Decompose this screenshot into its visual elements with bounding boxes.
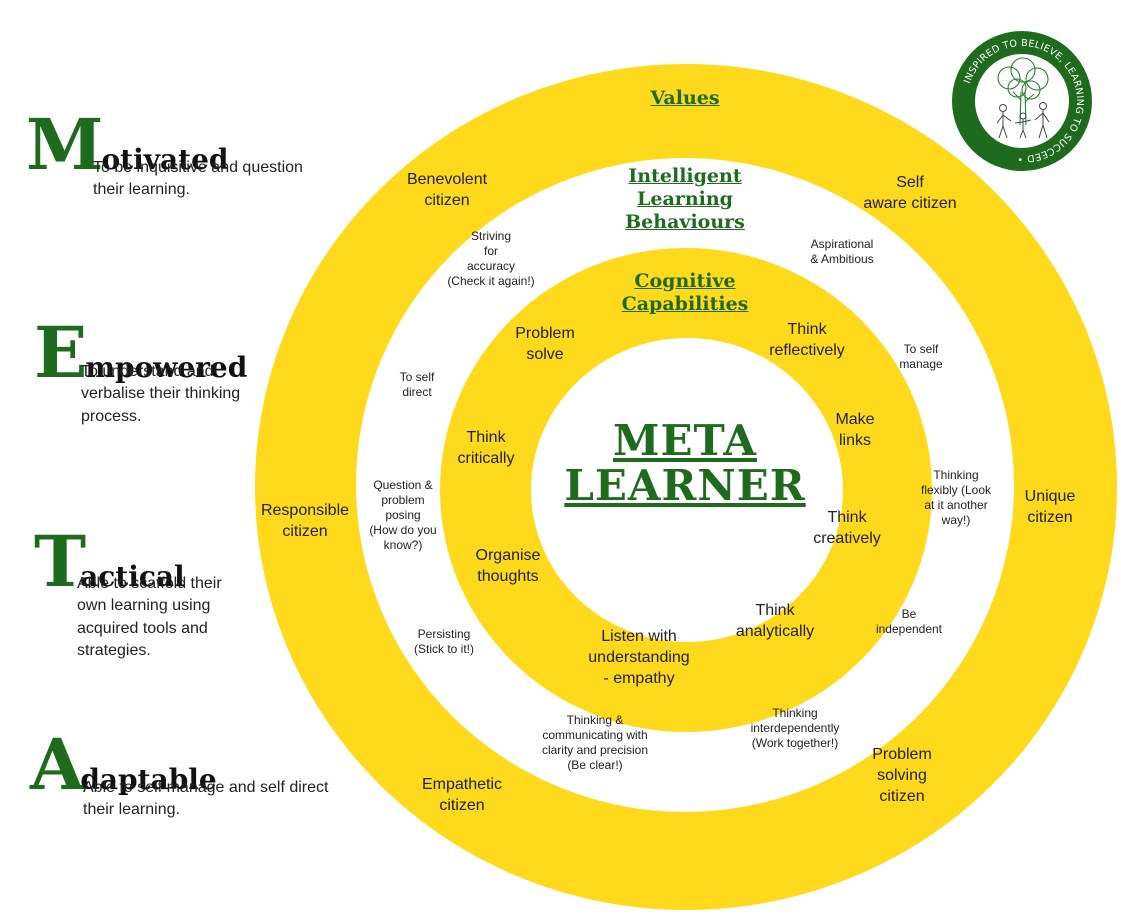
behaviour-label: To self direct (399, 370, 435, 399)
behaviour-label: Persisting (Stick to it!) (413, 627, 474, 656)
meta-letter: E (34, 311, 88, 394)
meta-letter: A (30, 723, 85, 806)
meta-tactical: Tactical (34, 527, 185, 597)
meta-motivated-desc: To be inquisitive and question their lea… (93, 159, 303, 199)
capability-label: Think analytically (735, 602, 815, 640)
value-label: Unique citizen (1024, 488, 1076, 526)
meta-learner-title: META LEARNER (564, 416, 806, 511)
capability-label: Think creatively (813, 509, 881, 547)
meta-adaptable: Adaptable (30, 730, 217, 800)
meta-word-rest: actical (80, 560, 185, 593)
behaviour-label: Thinking interdependently (Work together… (750, 706, 840, 750)
value-label: Self aware citizen (863, 174, 957, 212)
behaviour-label: Striving for accuracy (Check it again!) (447, 229, 535, 288)
capability-label: Organise thoughts (475, 547, 541, 585)
school-logo: INSPIRED TO BELIEVE, LEARNING TO SUCCEED… (952, 31, 1092, 171)
tree-icon (997, 57, 1049, 126)
behaviour-label: Aspirational & Ambitious (810, 237, 874, 266)
values-heading: Values (650, 87, 720, 109)
behaviour-label: To self manage (899, 342, 943, 371)
meta-adaptable-desc: Able to self manage and self direct thei… (83, 779, 329, 819)
value-label: Problem solving citizen (872, 746, 932, 805)
meta-empowered: Empowered (34, 318, 247, 388)
meta-letter: M (26, 103, 104, 186)
behaviour-label: Thinking & communicating with clarity an… (541, 713, 649, 772)
capability-label: Listen with understanding - empathy (588, 628, 690, 687)
value-label: Empathetic citizen (421, 776, 503, 814)
meta-letter: T (34, 520, 87, 603)
meta-motivated: Motivated (26, 110, 228, 180)
behaviour-label: Be independent (875, 607, 943, 636)
core-circle (531, 338, 843, 642)
capability-label: Make links (835, 411, 875, 449)
meta-tactical-desc: Able to scaffold their own learning usin… (77, 575, 222, 660)
capabilities-heading: Cognitive Capabilities (621, 270, 749, 316)
meta-word-rest: otivated (101, 143, 229, 176)
behaviour-label: Question & problem posing (How do you kn… (369, 478, 437, 552)
capability-label: Think reflectively (769, 321, 845, 359)
meta-word-rest: mpowered (85, 351, 248, 384)
family-icon (996, 102, 1050, 139)
value-label: Responsible citizen (260, 502, 350, 540)
capability-label: Think critically (457, 429, 515, 467)
behaviour-label: Thinking flexibly (Look at it another wa… (920, 468, 992, 527)
capability-label: Problem solve (515, 325, 575, 363)
meta-empowered-desc: To understand and verbalise their thinki… (81, 363, 241, 425)
behaviours-heading: Intelligent Learning Behaviours (625, 165, 745, 234)
meta-word-rest: daptable (80, 763, 217, 796)
value-label: Benevolent citizen (406, 171, 488, 209)
